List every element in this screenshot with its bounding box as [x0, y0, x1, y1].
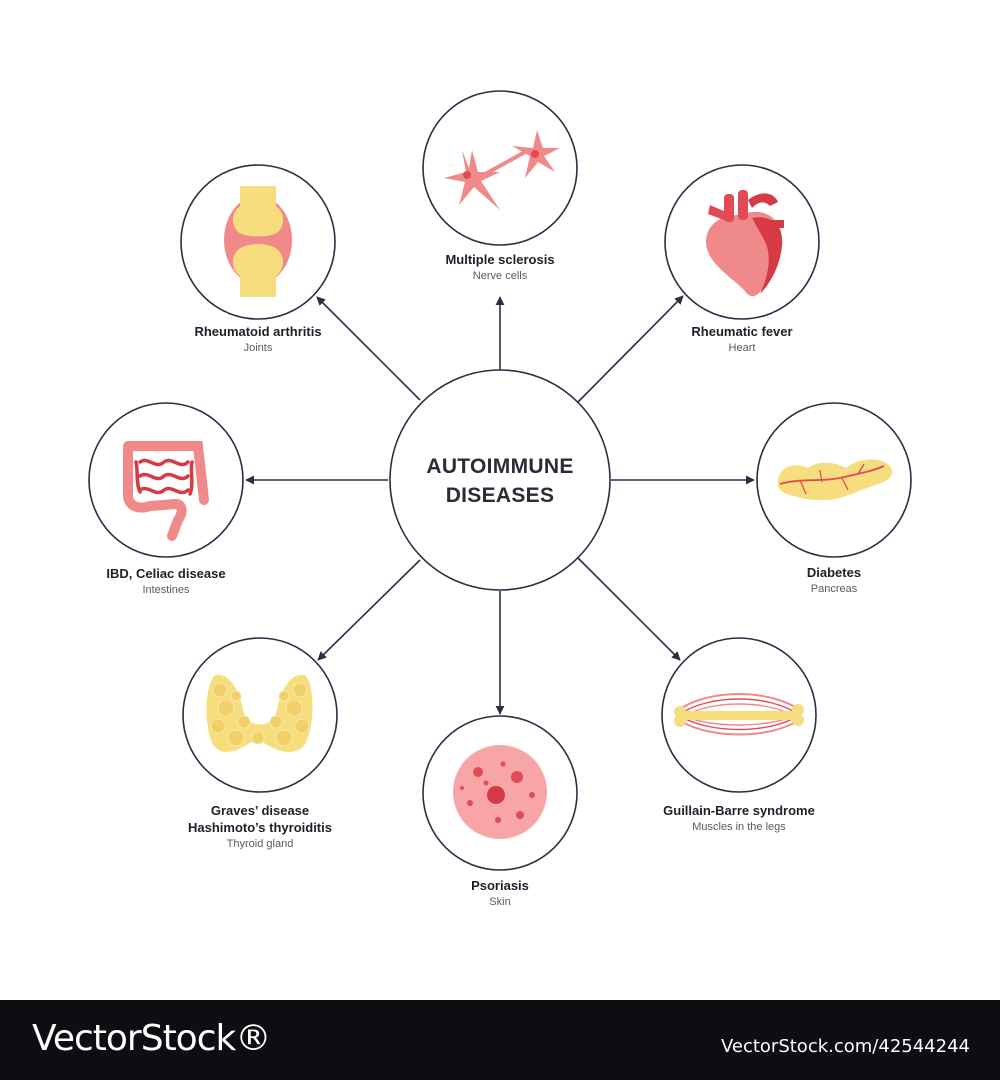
label-title: Rheumatic fever: [691, 324, 793, 339]
arrow-to-rheumatoid-arthritis: [316, 296, 421, 401]
node-circle-thyroid: [182, 637, 338, 793]
label-title: Rheumatoid arthritis: [194, 324, 322, 339]
center-circle: [389, 369, 611, 591]
label-subtitle: Pancreas: [810, 583, 858, 595]
label-subtitle: Muscles in the legs: [692, 821, 786, 833]
brand-logo: VectorStock®: [32, 1018, 271, 1059]
watermark-footer: VectorStock® VectorStock.com/42544244: [0, 1000, 1000, 1080]
node-circle-intestines: [88, 402, 244, 558]
intestines-icon: [123, 441, 209, 541]
label-subtitle: Nerve cells: [472, 270, 528, 282]
label-title: Graves’ disease: [210, 803, 310, 818]
label-guillain-barre: Guillain-Barre syndrome Muscles in the l…: [609, 802, 869, 835]
connector-arrows: [245, 295, 755, 715]
label-subtitle: Heart: [728, 342, 756, 354]
label-subtitle: Thyroid gland: [226, 838, 294, 850]
label-subtitle: Joints: [243, 342, 273, 354]
heart-icon: [706, 190, 784, 297]
label-title: Diabetes: [806, 565, 862, 580]
arrow-to-rheumatic-fever: [577, 295, 684, 403]
label-rheumatoid-arthritis: Rheumatoid arthritis Joints: [128, 323, 388, 356]
diagram-title-line2: DISEASES: [445, 484, 555, 507]
label-title: IBD, Celiac disease: [106, 566, 226, 581]
label-title: Multiple sclerosis: [445, 252, 555, 267]
label-thyroid: Graves’ disease Hashimoto’s thyroiditis …: [130, 802, 390, 852]
arrow-to-thyroid: [317, 559, 421, 661]
diagram-canvas: [88, 90, 912, 871]
label-subtitle: Skin: [489, 896, 511, 908]
label-title: Psoriasis: [471, 878, 529, 893]
label-subtitle: Intestines: [142, 584, 190, 596]
pancreas-icon: [777, 459, 893, 501]
skin-icon: [453, 745, 547, 839]
label-rheumatic-fever: Rheumatic fever Heart: [612, 323, 872, 356]
diagram-title-line1: AUTOIMMUNE: [426, 455, 574, 478]
image-id: VectorStock.com/42544244: [720, 1036, 970, 1057]
label-psoriasis: Psoriasis Skin: [370, 877, 630, 910]
label-multiple-sclerosis: Multiple sclerosis Nerve cells: [370, 251, 630, 284]
muscle-icon: [674, 693, 804, 736]
arrow-to-guillain-barre: [577, 557, 681, 661]
diagram-title: AUTOIMMUNE DISEASES: [350, 452, 650, 510]
nerve-cells-icon: [444, 130, 560, 210]
label-title: Guillain-Barre syndrome: [663, 803, 815, 818]
label-title-2: Hashimoto’s thyroiditis: [188, 820, 332, 835]
thyroid-icon: [206, 674, 313, 752]
joint-icon: [224, 186, 292, 297]
label-diabetes: Diabetes Pancreas: [704, 564, 964, 597]
label-intestines: IBD, Celiac disease Intestines: [36, 565, 296, 598]
